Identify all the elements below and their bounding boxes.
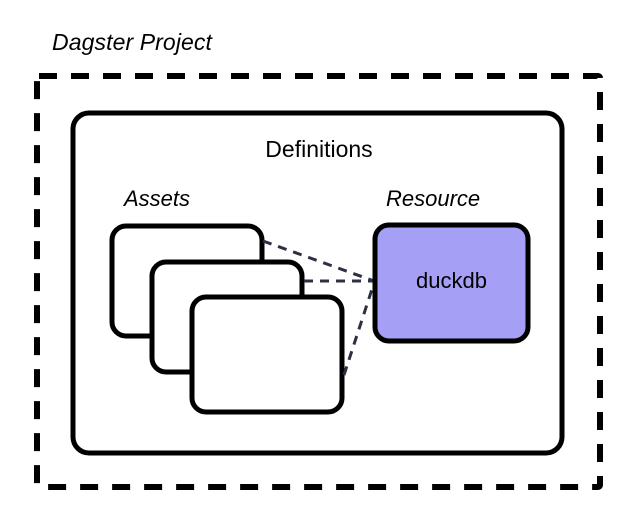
duckdb-resource-node[interactable] [372,222,531,344]
assets-group-label: Assets [124,186,191,211]
duckdb-node-label: duckdb [416,268,487,293]
connector-front-card-to-duckdb [342,282,376,376]
asset-card-front[interactable] [189,294,345,415]
resource-group-label: Resource [386,186,481,211]
connector-back-card-to-duckdb [262,239,375,283]
definitions-label: Definitions [265,136,373,162]
dagster-project-boundary [34,73,603,490]
page-title: Dagster Project [52,29,213,55]
